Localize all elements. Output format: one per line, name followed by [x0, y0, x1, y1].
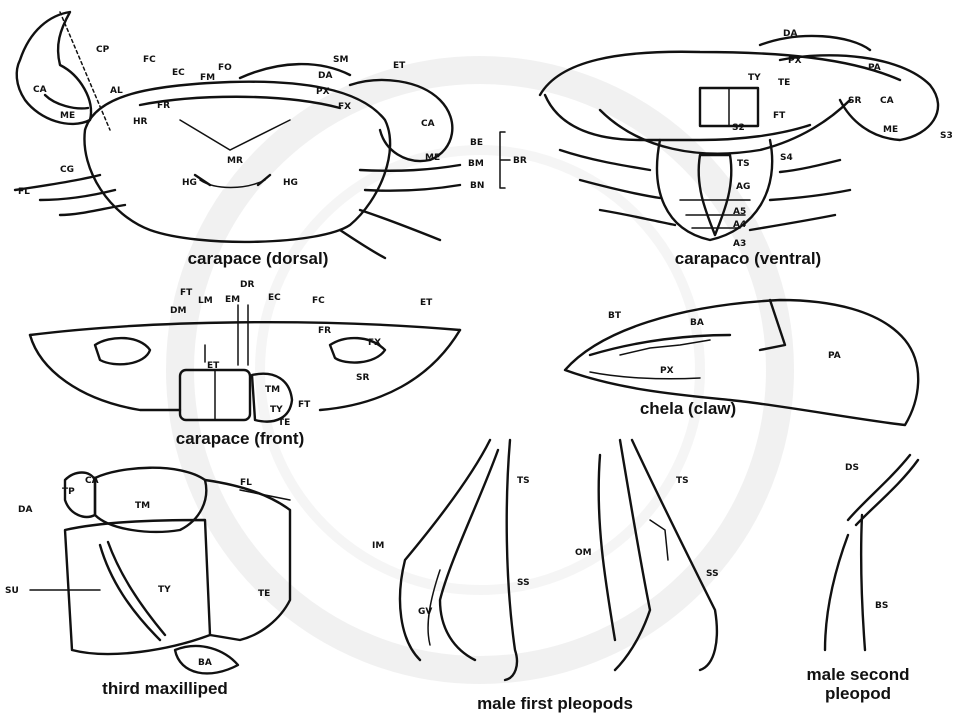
part-label: FT — [773, 111, 786, 121]
part-label: EC — [172, 68, 185, 78]
caption-male-second-pleopod-line2: pleopod — [825, 684, 891, 703]
caption-third-maxilliped: third maxilliped — [102, 679, 228, 698]
part-label: PX — [788, 56, 802, 66]
part-label: SS — [517, 578, 530, 588]
part-label: BT — [608, 311, 622, 321]
part-label: FL — [18, 187, 30, 197]
part-label: TE — [778, 78, 790, 88]
part-label: PX — [660, 366, 674, 376]
part-label: FC — [312, 296, 325, 306]
part-label: TM — [135, 501, 150, 511]
part-label: ET — [420, 298, 433, 308]
part-label: TY — [270, 405, 283, 415]
part-label: OM — [575, 548, 592, 558]
part-label: FT — [180, 288, 193, 298]
part-label: FR — [318, 326, 331, 336]
part-label: SS — [706, 569, 719, 579]
part-label: BN — [470, 181, 484, 191]
part-label: GV — [418, 607, 432, 617]
carapace-front-drawing — [30, 305, 460, 422]
part-label: ME — [883, 125, 898, 135]
part-label: DA — [318, 71, 332, 81]
caption-carapace-front: carapace (front) — [176, 429, 304, 448]
part-label: PX — [316, 87, 330, 97]
part-label: BM — [468, 159, 484, 169]
part-label: FM — [200, 73, 215, 83]
part-label: DA — [18, 505, 32, 515]
part-label: TY — [158, 585, 171, 595]
part-label: AL — [110, 86, 123, 96]
part-label: SU — [5, 586, 19, 596]
part-label: S4 — [780, 153, 793, 163]
part-label: ME — [425, 153, 440, 163]
part-label: SR — [356, 373, 369, 383]
part-label: S2 — [732, 123, 745, 133]
male-second-pleopod-drawing — [825, 455, 918, 650]
part-label: TS — [737, 159, 750, 169]
part-label: CA — [85, 476, 99, 486]
part-label: FO — [218, 63, 232, 73]
part-label: CP — [96, 45, 110, 55]
part-label: LM — [198, 296, 213, 306]
part-label: DS — [845, 463, 859, 473]
part-label: A5 — [733, 207, 746, 217]
part-label: ME — [60, 111, 75, 121]
caption-carapace-ventral: carapaco (ventral) — [675, 249, 821, 268]
part-label: FR — [157, 101, 170, 111]
part-label: S3 — [940, 131, 953, 141]
part-label: TS — [517, 476, 530, 486]
part-label: HG — [283, 178, 298, 188]
part-label: IM — [372, 541, 384, 551]
part-label: TP — [62, 487, 75, 497]
part-label: BE — [470, 138, 483, 148]
caption-male-first-pleopods: male first pleopods — [477, 694, 633, 713]
part-label: FL — [240, 478, 252, 488]
part-label: ET — [393, 61, 406, 71]
part-label: A3 — [733, 239, 746, 249]
chela-labels: BT BA PA PX chela (claw) — [608, 311, 841, 418]
part-label: DR — [240, 280, 254, 290]
part-label: TM — [265, 385, 280, 395]
caption-male-second-pleopod-line1: male second — [807, 665, 910, 684]
third-maxilliped-labels: CA TP DA TM FL SU TY TE BA third maxilli… — [5, 476, 270, 698]
part-label: DA — [783, 29, 797, 39]
carapace-dorsal-drawing — [15, 12, 510, 258]
part-label: HR — [133, 117, 148, 127]
part-label: CA — [421, 119, 435, 129]
part-label: DM — [170, 306, 186, 316]
part-label: SM — [333, 55, 348, 65]
part-label: TE — [278, 418, 290, 428]
part-label: A4 — [733, 220, 746, 230]
part-label: FT — [298, 400, 311, 410]
part-label: TS — [676, 476, 689, 486]
part-label: EC — [268, 293, 281, 303]
carapace-front-labels: FT DM LM EM DR EC FC ET FR FX SR ET TM T… — [170, 280, 433, 448]
part-label: SR — [848, 96, 861, 106]
part-label: BS — [875, 601, 888, 611]
part-label: HG — [182, 178, 197, 188]
part-label: BR — [513, 156, 527, 166]
caption-chela: chela (claw) — [640, 399, 736, 418]
part-label: MR — [227, 156, 243, 166]
part-label: FC — [143, 55, 156, 65]
part-label: CA — [33, 85, 47, 95]
part-label: PA — [828, 351, 841, 361]
part-label: TE — [258, 589, 270, 599]
part-label: CA — [880, 96, 894, 106]
part-label: EM — [225, 295, 240, 305]
part-label: PA — [868, 63, 881, 73]
part-label: FX — [338, 102, 351, 112]
part-label: CG — [60, 165, 74, 175]
part-label: ET — [207, 361, 220, 371]
part-label: TY — [748, 73, 761, 83]
part-label: BA — [198, 658, 212, 668]
part-label: BA — [690, 318, 704, 328]
caption-carapace-dorsal: carapace (dorsal) — [188, 249, 329, 268]
part-label: FX — [368, 338, 381, 348]
part-label: AG — [736, 182, 750, 192]
